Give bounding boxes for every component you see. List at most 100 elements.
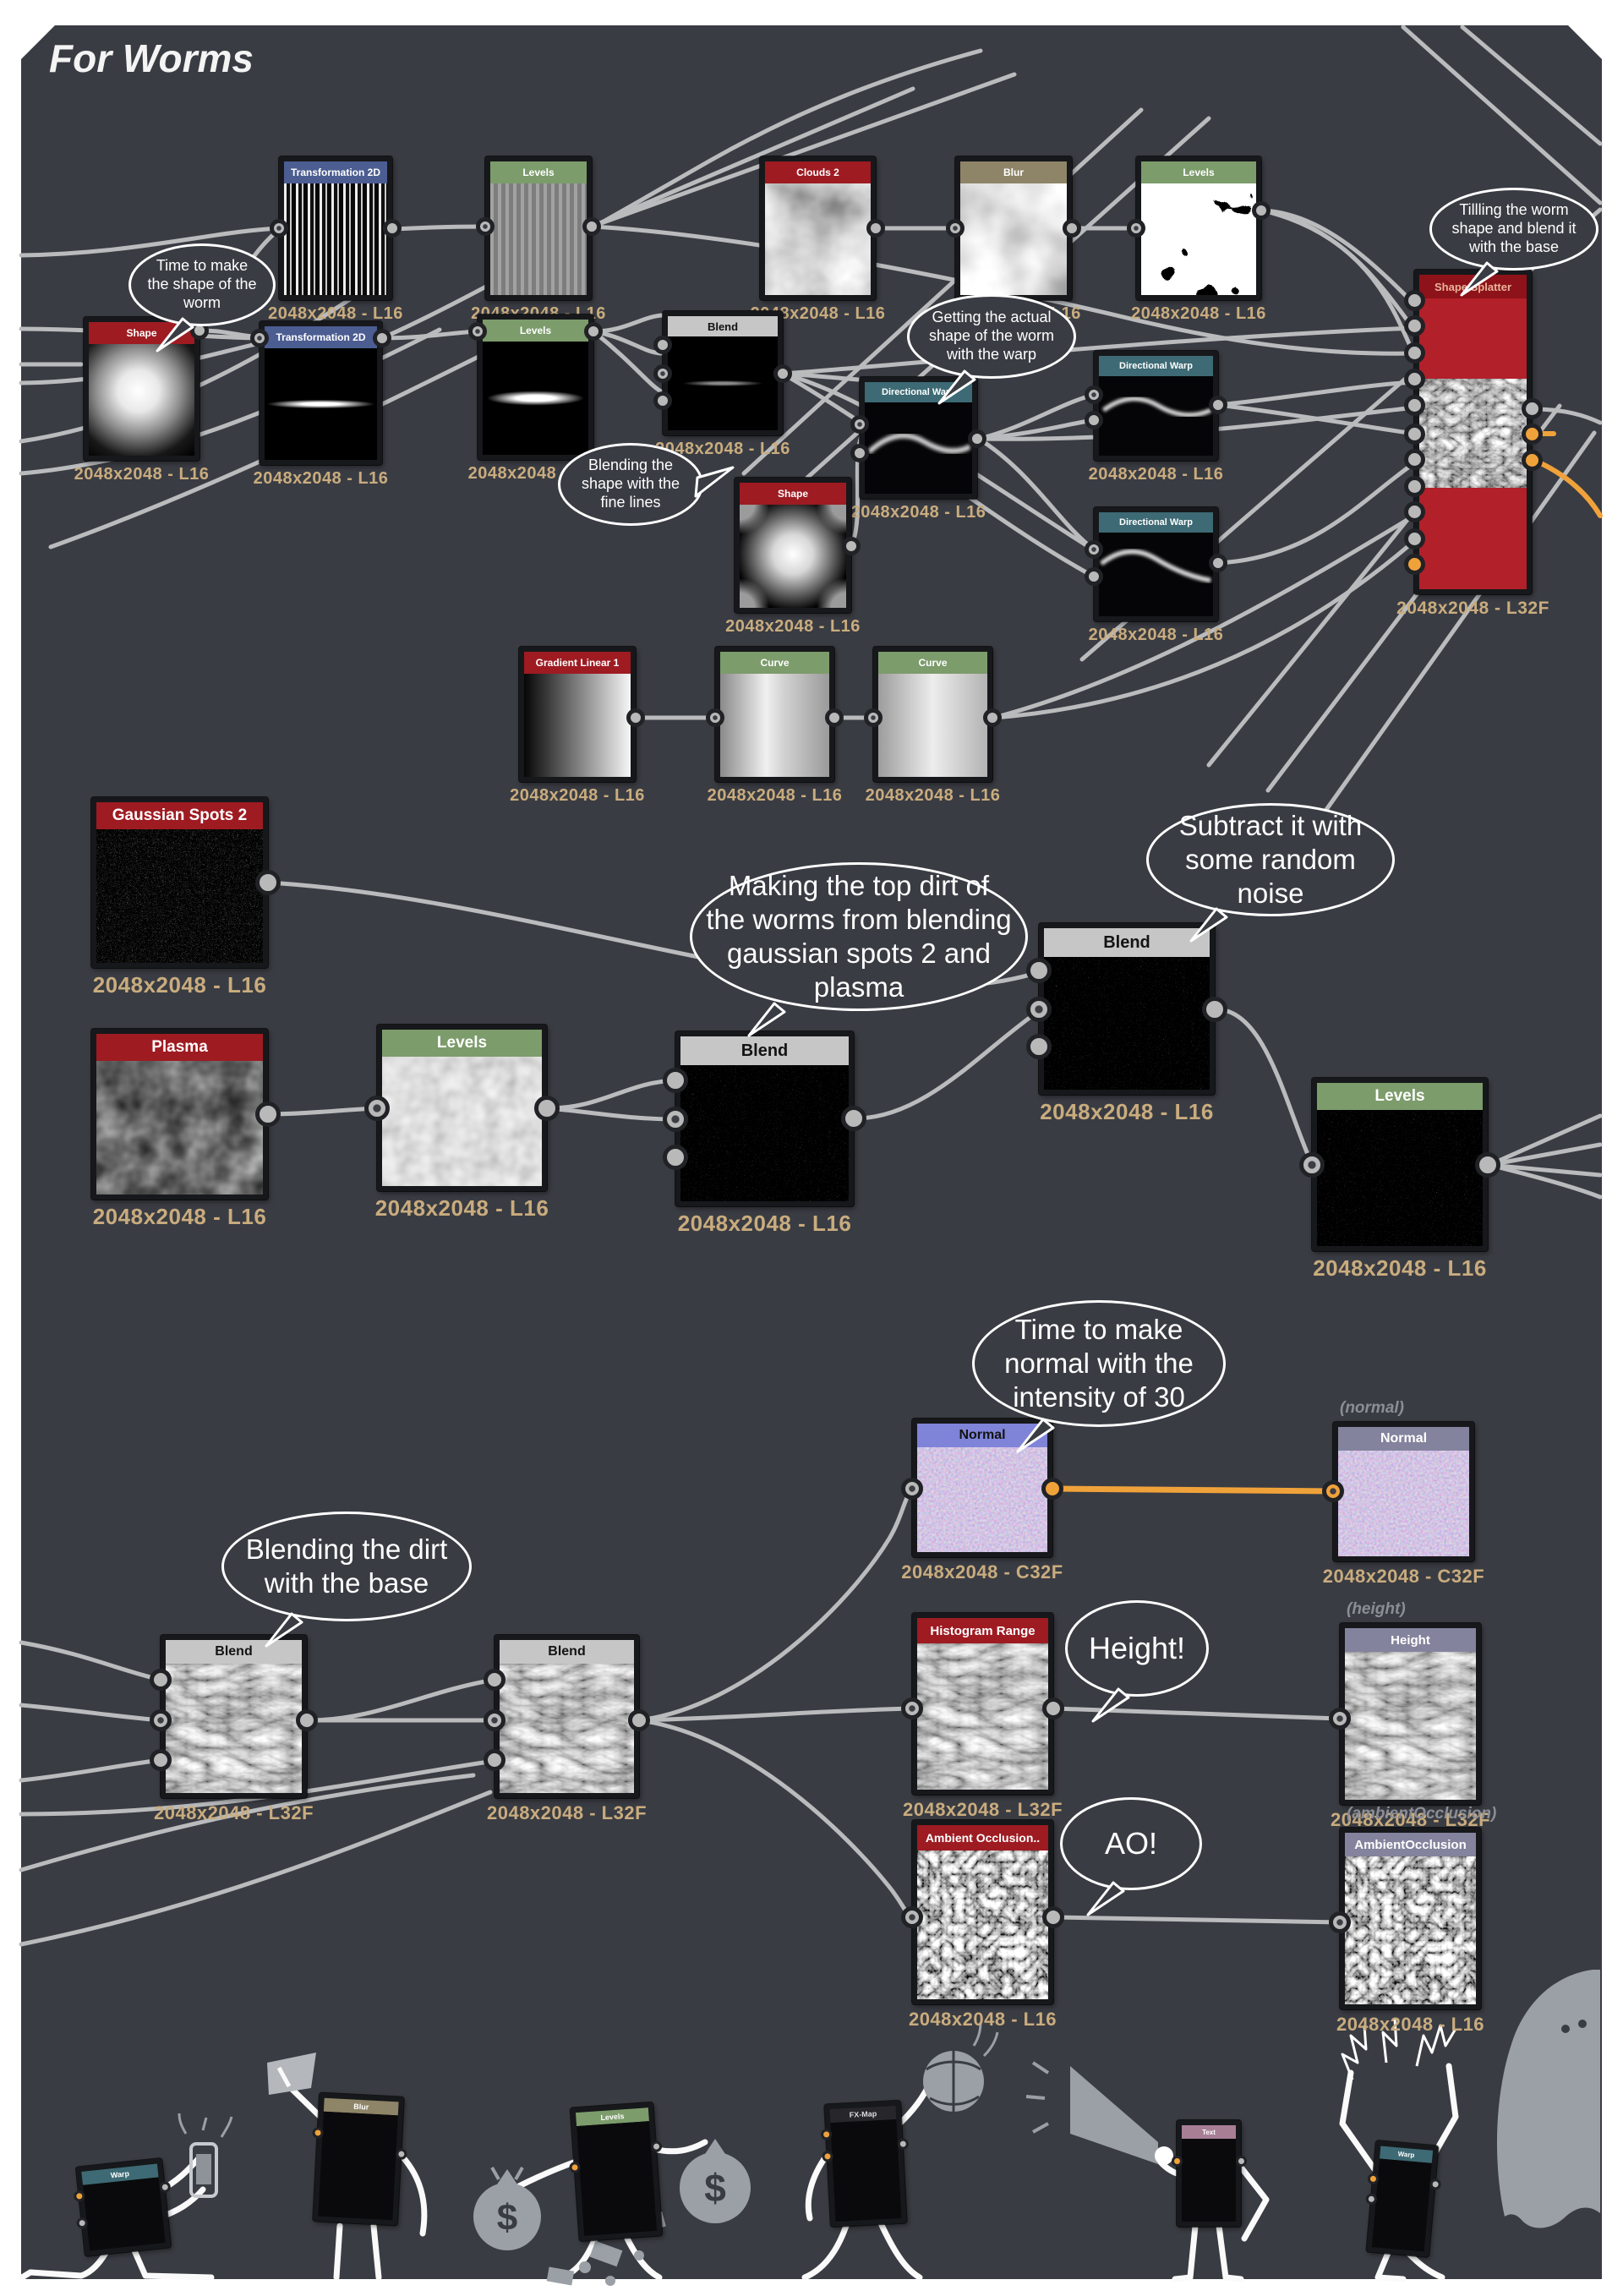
input-connector[interactable] — [1085, 411, 1103, 429]
output-connector[interactable] — [1521, 449, 1543, 471]
output-connector[interactable] — [534, 1096, 560, 1121]
output-connector[interactable] — [1209, 554, 1227, 572]
input-connector[interactable] — [1403, 475, 1425, 497]
input-connector[interactable] — [821, 2150, 833, 2162]
output-connector[interactable] — [841, 1106, 866, 1131]
output-connector[interactable] — [825, 708, 844, 727]
output-connector[interactable] — [373, 329, 391, 347]
output-connector[interactable] — [650, 2140, 662, 2152]
input-connector[interactable] — [901, 1906, 923, 1928]
input-connector[interactable] — [946, 219, 965, 238]
output-connector[interactable] — [584, 322, 603, 341]
input-connector[interactable] — [1403, 448, 1425, 470]
input-connector[interactable] — [1329, 1911, 1351, 1933]
input-connector[interactable] — [1026, 1034, 1052, 1059]
input-connector[interactable] — [1403, 394, 1425, 416]
input-connector[interactable] — [568, 2161, 581, 2173]
input-connector[interactable] — [73, 2189, 85, 2202]
node-fig-fxmap[interactable]: FX-Map — [820, 2100, 909, 2228]
input-connector[interactable] — [1403, 528, 1425, 549]
output-connector[interactable] — [1521, 397, 1543, 419]
input-connector[interactable] — [1403, 342, 1425, 364]
input-connector[interactable] — [1026, 997, 1052, 1022]
output-connector[interactable] — [896, 2137, 909, 2150]
output-connector[interactable] — [1252, 201, 1271, 220]
input-connector[interactable] — [484, 1749, 505, 1771]
node-fig-blur[interactable]: Blur — [311, 2092, 407, 2226]
input-connector[interactable] — [1171, 2155, 1183, 2167]
output-connector[interactable] — [1042, 1906, 1064, 1928]
input-connector[interactable] — [663, 1068, 688, 1093]
input-connector[interactable] — [1364, 2192, 1377, 2205]
output-connector[interactable] — [626, 708, 645, 727]
input-connector[interactable] — [1329, 1708, 1351, 1730]
input-connector[interactable] — [864, 708, 883, 727]
output-connector[interactable] — [1202, 997, 1227, 1022]
input-connector[interactable] — [75, 2217, 88, 2229]
output-connector[interactable] — [296, 1709, 318, 1731]
input-connector[interactable] — [484, 1709, 505, 1731]
node-fig-text[interactable]: Text — [1171, 2120, 1247, 2227]
input-connector[interactable] — [1403, 289, 1425, 311]
input-connector[interactable] — [1403, 314, 1425, 336]
input-connector[interactable] — [476, 217, 495, 236]
input-connector[interactable] — [653, 336, 672, 354]
input-connector[interactable] — [706, 708, 724, 727]
input-connector[interactable] — [1127, 219, 1145, 238]
output-connector[interactable] — [158, 2180, 171, 2193]
input-connector[interactable] — [1085, 385, 1103, 404]
output-connector[interactable] — [866, 219, 885, 238]
input-connector[interactable] — [1403, 500, 1425, 522]
input-connector[interactable] — [1366, 2172, 1380, 2184]
input-connector[interactable] — [270, 219, 288, 238]
input-connector[interactable] — [1026, 958, 1052, 983]
node-ambientocclusion[interactable]: Ambient Occlusion..2048x2048 - L16 — [901, 1820, 1064, 2030]
output-connector[interactable] — [255, 1102, 281, 1127]
output-connector[interactable] — [1429, 2178, 1441, 2190]
input-connector[interactable] — [1085, 567, 1103, 586]
input-connector[interactable] — [663, 1107, 688, 1132]
input-connector[interactable] — [663, 1145, 688, 1170]
input-connector[interactable] — [1299, 1152, 1325, 1178]
input-connector[interactable] — [901, 1697, 923, 1719]
input-connector[interactable] — [850, 415, 869, 434]
node-fig-warp-2[interactable]: Warp — [1364, 2140, 1441, 2257]
input-connector[interactable] — [311, 2126, 324, 2139]
input-connector[interactable] — [653, 364, 672, 383]
output-connector[interactable] — [983, 708, 1002, 727]
node-fig-levels[interactable]: Levels — [568, 2102, 663, 2242]
output-connector[interactable] — [1235, 2155, 1247, 2167]
input-connector[interactable] — [150, 1669, 172, 1691]
input-connector[interactable] — [901, 1478, 923, 1500]
input-connector[interactable] — [1403, 553, 1425, 575]
output-connector[interactable] — [1041, 1478, 1063, 1500]
output-connector[interactable] — [383, 219, 402, 238]
input-connector[interactable] — [820, 2128, 832, 2140]
input-connector[interactable] — [150, 1709, 172, 1731]
input-connector[interactable] — [653, 391, 672, 410]
